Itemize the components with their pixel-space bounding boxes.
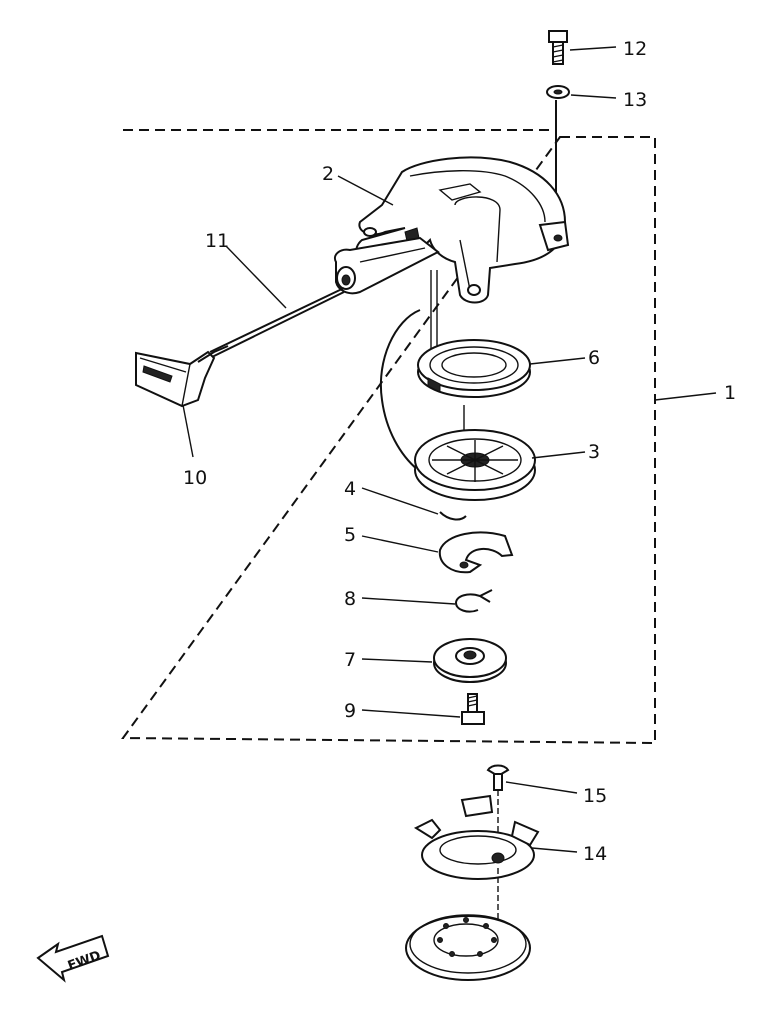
part-10-handle bbox=[135, 345, 229, 408]
leader-15 bbox=[505, 781, 578, 794]
callout-10: 10 bbox=[183, 467, 207, 489]
callout-8: 8 bbox=[344, 588, 356, 610]
callout-7: 7 bbox=[344, 649, 356, 671]
leader-7 bbox=[361, 658, 433, 663]
callout-5: 5 bbox=[344, 524, 356, 546]
leader-4 bbox=[361, 487, 439, 515]
leader-9 bbox=[361, 709, 461, 718]
leader-8 bbox=[361, 597, 456, 605]
leader-2 bbox=[337, 175, 394, 206]
leader-1 bbox=[654, 392, 717, 401]
callout-11: 11 bbox=[205, 230, 229, 252]
callout-4: 4 bbox=[344, 478, 356, 500]
callout-13: 13 bbox=[623, 89, 647, 111]
leader-3 bbox=[531, 451, 586, 459]
part-12-bolt bbox=[548, 30, 568, 65]
leader-13 bbox=[570, 94, 617, 99]
leader-12 bbox=[569, 46, 617, 51]
leader-14 bbox=[531, 847, 578, 853]
part-8-clip bbox=[454, 589, 493, 613]
callout-2: 2 bbox=[322, 163, 334, 185]
fwd-arrow-icon: FWD bbox=[36, 934, 110, 983]
callout-15: 15 bbox=[583, 785, 607, 807]
part-9-bolt bbox=[461, 693, 485, 725]
part-6-spiral-spring bbox=[417, 339, 531, 398]
part-4-pawl-spring bbox=[439, 511, 467, 521]
part-7-drive-plate bbox=[433, 638, 507, 683]
flywheel-reference bbox=[405, 914, 531, 981]
part-13-washer bbox=[546, 85, 570, 99]
part-11-starter-rope bbox=[209, 287, 421, 471]
leader-10 bbox=[182, 404, 194, 458]
callout-1: 1 bbox=[724, 382, 736, 404]
callout-3: 3 bbox=[588, 441, 600, 463]
part-3-sheave-drum bbox=[414, 429, 536, 501]
callout-9: 9 bbox=[344, 700, 356, 722]
leader-11 bbox=[225, 245, 287, 309]
callout-12: 12 bbox=[623, 38, 647, 60]
part-15-screw bbox=[486, 764, 510, 791]
callout-6: 6 bbox=[588, 347, 600, 369]
leader-6 bbox=[529, 357, 586, 365]
part-5-drive-pawl bbox=[438, 531, 514, 574]
assembly-boundary bbox=[121, 129, 656, 745]
part-2-starter-case bbox=[334, 156, 570, 304]
callout-14: 14 bbox=[583, 843, 607, 865]
leader-5 bbox=[361, 535, 439, 553]
part-14-starter-pulley bbox=[413, 794, 540, 880]
